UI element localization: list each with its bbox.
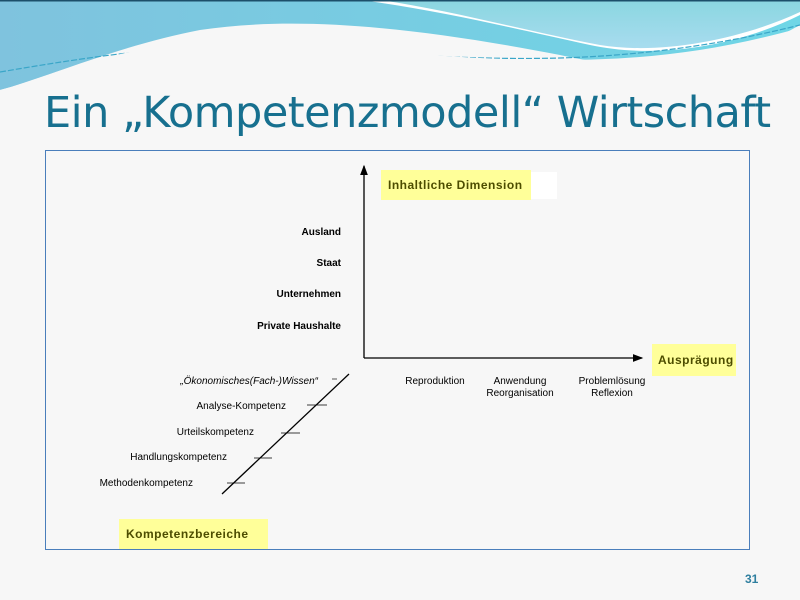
z-axis [221,373,350,495]
y-axis-label: Inhaltliche Dimension [381,170,531,200]
slide-title: Ein „Kompetenzmodell“ Wirtschaft [44,88,771,138]
level-label: Reproduktion [405,376,465,387]
page-number: 31 [745,572,759,586]
content-level: Staat [316,258,341,269]
content-level: Ausland [301,227,341,238]
z-axis-label: Kompetenzbereiche [119,519,268,549]
competency-label: Handlungskompetenz [130,452,227,463]
diagram-frame [45,150,750,550]
x-axis-label: Ausprägung [652,344,736,376]
blank-box [531,172,557,199]
competency-label: „Ökonomisches(Fach-)Wissen“ [180,376,318,387]
competency-label: Urteilskompetenz [176,427,254,438]
competency-label: Methodenkompetenz [99,478,193,489]
content-level: Private Haushalte [257,321,341,332]
content-level: Unternehmen [276,289,341,300]
header-wave-decoration [0,0,800,100]
competency-label: Analyse-Kompetenz [196,401,287,412]
